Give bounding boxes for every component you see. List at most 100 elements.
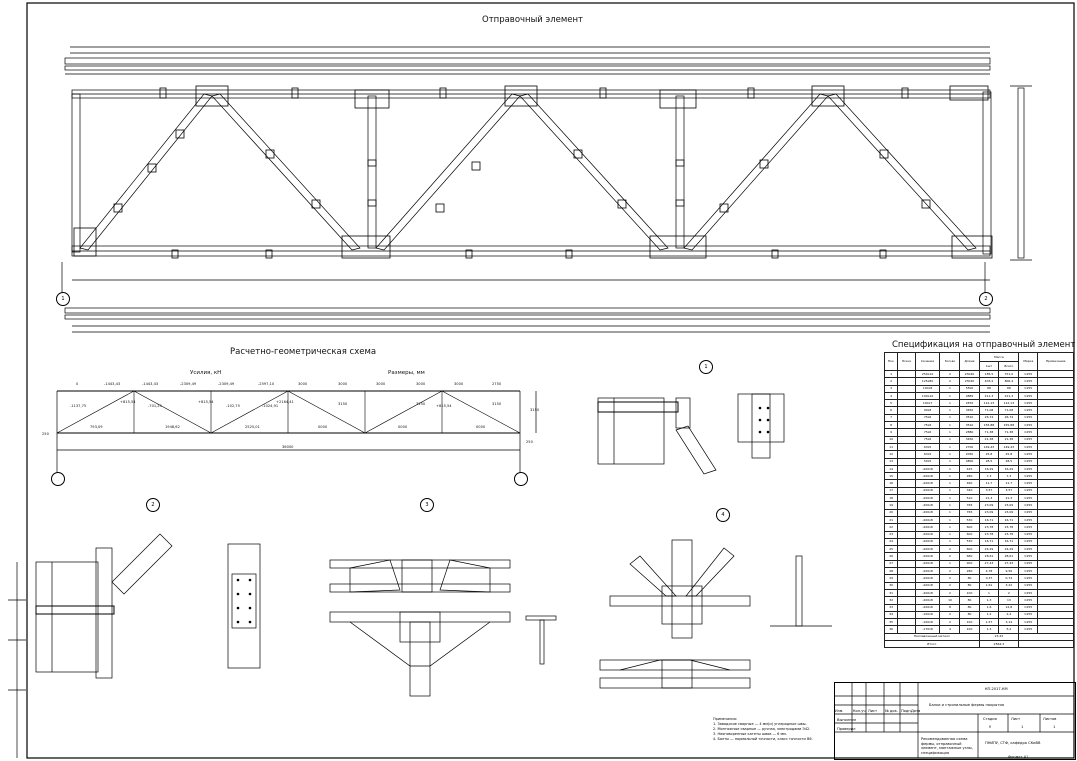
sheet-header: Лист [1011, 717, 1021, 721]
table-cell: -200х8 [914, 603, 941, 612]
table-cell: 7,3 [978, 472, 1000, 481]
table-cell: 2 [998, 588, 1020, 598]
table-cell: -200х8 [914, 479, 941, 488]
stamp-col: Кол.уч [853, 709, 866, 713]
table-cell: 100х8 [914, 384, 941, 393]
table-cell: 1 [939, 494, 961, 503]
height-mark: 3150 [416, 402, 426, 406]
table-cell [897, 369, 916, 379]
scheme-support-left [51, 472, 65, 486]
table-cell: 1 [939, 421, 961, 430]
bottom-force: 0000 [476, 425, 486, 429]
table-cell: 25,8 [998, 450, 1020, 459]
table-cell: 5 [883, 399, 899, 408]
table-cell: 460 [959, 479, 980, 488]
table-cell: С255 [1018, 406, 1039, 415]
table-cell [897, 618, 916, 627]
table-cell: 9,56 [998, 566, 1020, 576]
table-cell: 510 [959, 494, 980, 503]
table-cell: 29 [883, 574, 899, 583]
table-cell: 125х80 [914, 377, 941, 386]
table-cell: 765 [959, 501, 980, 510]
panel-size: 3000 [416, 382, 426, 386]
table-cell: 10 [939, 596, 961, 605]
table-cell: 18 [883, 494, 899, 503]
col-subheader: 1шт [978, 361, 1000, 371]
table-cell: -200х8 [914, 552, 941, 561]
table-cell: 71,08 [998, 406, 1020, 415]
table-cell-note [1037, 566, 1074, 576]
top-force: 0 [76, 382, 79, 386]
table-cell: 28,61 [998, 552, 1020, 561]
table-cell [897, 428, 916, 437]
table-cell: 36 [883, 625, 899, 634]
table-cell: -200х8 [914, 581, 941, 590]
table-cell: 23,09 [978, 501, 1000, 510]
diag-force: -102,75 [226, 404, 240, 408]
table-cell: 250х10 [914, 369, 941, 379]
table-cell: 22 [883, 523, 899, 532]
table-cell: 1 [939, 472, 961, 481]
table-cell: -200х8 [914, 566, 941, 576]
table-cell: 530 [959, 515, 980, 525]
table-cell: 20 [883, 508, 899, 517]
table-cell: 8 [939, 603, 961, 612]
table-cell: 28,5 [998, 457, 1020, 466]
table-cell: -200х8 [914, 494, 941, 503]
table-cell: 1 [939, 435, 961, 444]
table-cell [897, 421, 916, 430]
panel-size: 3000 [338, 382, 348, 386]
table-cell-note [1037, 603, 1074, 612]
table-cell: 211,3 [978, 391, 1000, 401]
table-cell: 23 [883, 530, 899, 539]
table-cell: 16,71 [998, 515, 1020, 525]
table-cell [897, 413, 916, 423]
table-cell: 13 [998, 596, 1020, 605]
table-cell [897, 588, 916, 598]
axis-marker-1: 1 [56, 292, 70, 306]
table-cell [897, 508, 916, 517]
table-cell: С255 [1018, 566, 1039, 576]
table-cell: 1 [939, 530, 961, 539]
table-cell [897, 399, 916, 408]
table-cell: С255 [1018, 515, 1039, 525]
table-cell: 2 [939, 610, 961, 620]
table-cell: 23,78 [998, 523, 1020, 532]
table-cell: 1 [883, 369, 899, 379]
table-cell: 23,09 [998, 508, 1020, 517]
notes-block: Примечания: 1. Заводские сварные — 4 мм(… [713, 717, 813, 742]
table-cell: 900 [959, 559, 980, 569]
panel-size: 3000 [298, 382, 308, 386]
table-cell: 149,43 [978, 442, 1000, 452]
table-cell: С255 [1018, 625, 1039, 634]
sheet-value: 1 [1021, 725, 1024, 729]
table-cell: С255 [1018, 399, 1039, 408]
weld-value: 23,43 [978, 632, 1020, 642]
table-cell: С255 [1018, 442, 1039, 452]
table-cell [897, 537, 916, 547]
doc-code: КП-2017-КМ [985, 687, 1008, 691]
forces-label: Усилия, кН [190, 370, 222, 376]
table-cell: 100 [959, 588, 980, 598]
table-cell: С255 [1018, 384, 1039, 393]
table-cell: С255 [1018, 369, 1039, 379]
table-cell: 16,29 [998, 464, 1020, 474]
sheet-format: Формат А1 [1008, 755, 1029, 759]
table-cell: 7,3 [998, 472, 1020, 481]
panel-size: 3000 [454, 382, 464, 386]
table-cell-note [1037, 625, 1074, 634]
table-cell: 28,5 [978, 457, 1000, 466]
table-cell: 11,7 [998, 479, 1020, 488]
table-cell: 23,09 [998, 501, 1020, 510]
table-cell: 63х5 [914, 442, 941, 452]
